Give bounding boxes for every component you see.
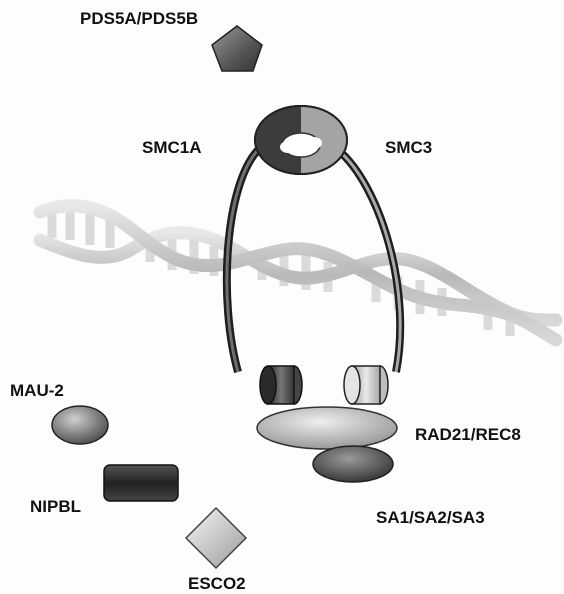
label-pds5: PDS5A/PDS5B xyxy=(80,9,198,28)
label-mau2: MAU-2 xyxy=(10,381,64,400)
smc1a-head xyxy=(260,366,302,404)
dna-helix xyxy=(40,206,556,340)
label-rad21: RAD21/REC8 xyxy=(415,425,521,444)
esco2-diamond xyxy=(186,508,246,568)
smc3-head xyxy=(344,366,388,404)
label-smc1a: SMC1A xyxy=(142,138,202,157)
label-nipbl: NIPBL xyxy=(30,497,81,516)
cohesin-ring xyxy=(227,106,400,372)
sa-oval xyxy=(313,446,393,482)
pds5-pentagon xyxy=(212,26,262,71)
smc-hinge xyxy=(255,106,347,174)
label-smc3: SMC3 xyxy=(385,138,432,157)
rad21-rec8-oval xyxy=(257,407,397,449)
mau2-oval xyxy=(52,406,108,444)
label-sa: SA1/SA2/SA3 xyxy=(376,508,485,527)
nipbl-rect xyxy=(104,465,178,501)
label-esco2: ESCO2 xyxy=(188,574,246,593)
